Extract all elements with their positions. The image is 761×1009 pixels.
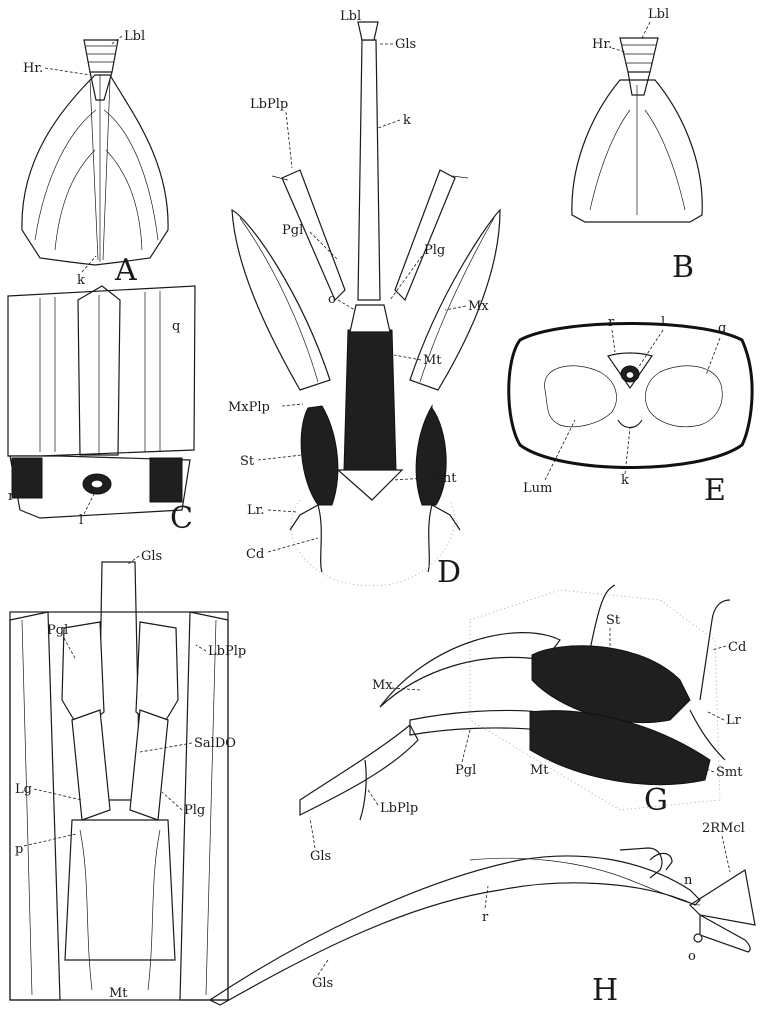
figure-d-label-mx: Mx [468,299,489,314]
figure-e-label-k: k [621,473,629,488]
figure-d-label-lbplp: LbPlp [250,97,288,112]
figure-d-letter: D [437,555,461,590]
figure-g-label-smt: Smt [716,765,743,780]
figure-b-label-lbl: Lbl [648,7,669,22]
figure-d-label-plg: Plg [424,243,445,258]
figure-e: r l q Lum k E [509,315,752,508]
figure-d-label-pgl: Pgl [282,223,303,238]
figure-d-label-st: St [240,454,255,469]
figure-f-label-lbplp: LbPlp [208,644,246,659]
figure-h-drawing [210,848,755,1005]
figure-e-label-r: r [608,315,615,330]
figure-f-label-pgl: Pgl [47,623,68,638]
figure-g-label-pgl: Pgl [455,763,476,778]
figure-d-label-k: k [403,113,411,128]
figure-e-label-l: l [661,315,665,330]
figure-a: Lbl Hr. k A [22,29,168,288]
figure-d: Lbl Gls LbPlp k Pgl Plg o Mx MxPlp Mt St… [228,9,500,590]
figure-f-drawing [10,562,228,1000]
figure-h-label-r: r [482,910,489,925]
figure-g-label-gls: Gls [310,849,331,864]
figure-g-label-mt: Mt [530,763,549,778]
figure-f: Gls Pgl LbPlp SalDO Lg Plg p Mt [10,549,246,1001]
figure-g-letter: G [644,783,668,818]
figure-g-label-cd: Cd [728,640,746,655]
figure-g-label-lbplp: LbPlp [380,801,418,816]
figure-a-label-k: k [77,273,85,288]
figure-c: q r l C [8,286,195,536]
figure-h-label-rmcl: 2RMcl [702,821,745,836]
figure-c-letter: C [170,501,193,536]
figure-e-drawing [509,324,752,468]
figure-d-label-mxplp: MxPlp [228,400,270,415]
figure-a-label-hr: Hr. [23,61,43,76]
figure-d-label-o: o [328,292,336,307]
figure-d-label-smt: Smt [430,471,457,486]
figure-b-drawing [572,38,702,222]
figure-d-label-cd: Cd [246,547,264,562]
figure-e-letter: E [704,473,726,508]
figure-f-label-plg: Plg [184,803,205,818]
figure-a-drawing [22,40,168,265]
figure-b-label-hr: Hr. [592,37,612,52]
figure-f-label-mt: Mt [109,986,128,1001]
figure-f-label-p: p [15,842,23,857]
figure-f-label-saldo: SalDO [194,736,236,751]
figure-g-label-st: St [606,613,621,628]
figure-h-label-n: n [684,873,693,888]
figure-d-label-gls: Gls [395,37,416,52]
figure-g-label-mx: Mx [372,678,393,693]
figure-a-letter: A [114,253,137,288]
figure-e-label-q: q [718,321,726,336]
figure-h-letter: H [592,973,618,1008]
figure-b-letter: B [672,250,694,285]
figure-h: 2RMcl n r Gls o H [210,821,755,1008]
figure-c-label-q: q [172,319,180,334]
figure-c-label-l: l [79,513,83,528]
figure-c-label-r: r [8,489,15,504]
figure-d-label-mt: Mt [423,353,442,368]
figure-f-label-gls: Gls [141,549,162,564]
figure-e-label-lum: Lum [523,481,552,496]
figure-g-label-lr: Lr [726,713,742,728]
figure-b: Lbl Hr. B [572,7,702,285]
figure-c-drawing [8,286,195,518]
figure-g: St Cd Mx Lr Pgl Mt Smt LbPlp Gls G [300,585,746,864]
figure-h-label-gls: Gls [312,976,333,991]
figure-d-label-lr: Lr. [247,503,265,518]
figure-h-label-o: o [688,949,696,964]
figure-d-label-lbl: Lbl [340,9,361,24]
figure-f-label-lg: Lg [15,782,32,797]
figure-a-label-lbl: Lbl [124,29,145,44]
